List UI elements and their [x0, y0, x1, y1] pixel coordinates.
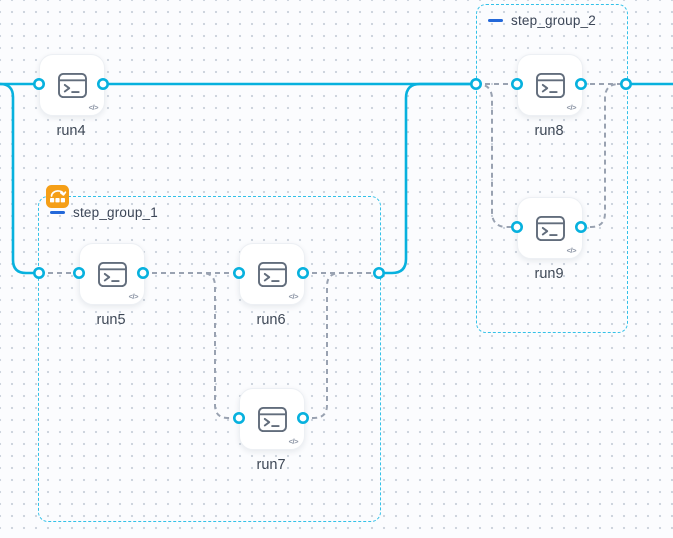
code-badge-icon: </> [88, 103, 99, 112]
connection-port[interactable] [510, 78, 523, 91]
edge-run9-to-group2-out [581, 83, 626, 228]
step-group-step_group_1: step_group_1 [38, 185, 381, 522]
task-node-run7[interactable]: </> [239, 388, 305, 450]
node-label-run6: run6 [256, 312, 286, 328]
connection-port[interactable] [233, 411, 246, 424]
terminal-icon [535, 215, 565, 241]
edge-run7-to-group1-out [303, 272, 379, 419]
node-label-run4: run4 [56, 123, 86, 139]
connection-port[interactable] [574, 221, 587, 234]
edge-group1-out-to-group2-in [379, 82, 476, 275]
connection-port[interactable] [32, 78, 45, 91]
terminal-icon [97, 261, 127, 287]
edge-run5-to-run7 [143, 272, 239, 419]
terminal-icon [57, 72, 87, 98]
node-label-run8: run8 [534, 123, 564, 139]
group-label: step_group_1 [73, 205, 158, 220]
group-header: step_group_1 [50, 205, 158, 220]
code-badge-icon: </> [566, 246, 577, 255]
task-node-run4[interactable]: </> [39, 54, 105, 116]
connection-port[interactable] [296, 411, 309, 424]
task-node-run6[interactable]: </> [239, 243, 305, 305]
connection-port[interactable] [233, 266, 246, 279]
task-node-run8[interactable]: </> [517, 54, 583, 116]
connection-port[interactable] [32, 266, 45, 279]
node-label-run7: run7 [256, 457, 286, 473]
task-node-run9[interactable]: </> [517, 197, 583, 259]
connection-port[interactable] [372, 266, 385, 279]
code-badge-icon: </> [288, 437, 299, 446]
connection-port[interactable] [73, 266, 86, 279]
loop-tasks-icon [46, 185, 69, 208]
connection-port[interactable] [296, 266, 309, 279]
connection-port[interactable] [574, 78, 587, 91]
step-group-step_group_2: step_group_2 [476, 4, 628, 333]
minus-icon[interactable] [50, 210, 65, 215]
node-label-run9: run9 [534, 266, 564, 282]
connection-port[interactable] [137, 266, 150, 279]
connection-port[interactable] [97, 78, 110, 91]
code-badge-icon: </> [128, 292, 139, 301]
connection-port[interactable] [510, 221, 523, 234]
terminal-icon [257, 261, 287, 287]
code-badge-icon: </> [566, 103, 577, 112]
code-badge-icon: </> [288, 292, 299, 301]
edge-entry-to-group1-in [0, 82, 39, 275]
minus-icon[interactable] [488, 18, 503, 23]
terminal-icon [535, 72, 565, 98]
group-label: step_group_2 [511, 13, 596, 28]
edge-group2-in-to-run9 [476, 83, 517, 228]
group-header: step_group_2 [488, 13, 596, 28]
terminal-icon [257, 406, 287, 432]
connection-port[interactable] [469, 78, 482, 91]
connection-port[interactable] [619, 78, 632, 91]
node-label-run5: run5 [96, 312, 126, 328]
